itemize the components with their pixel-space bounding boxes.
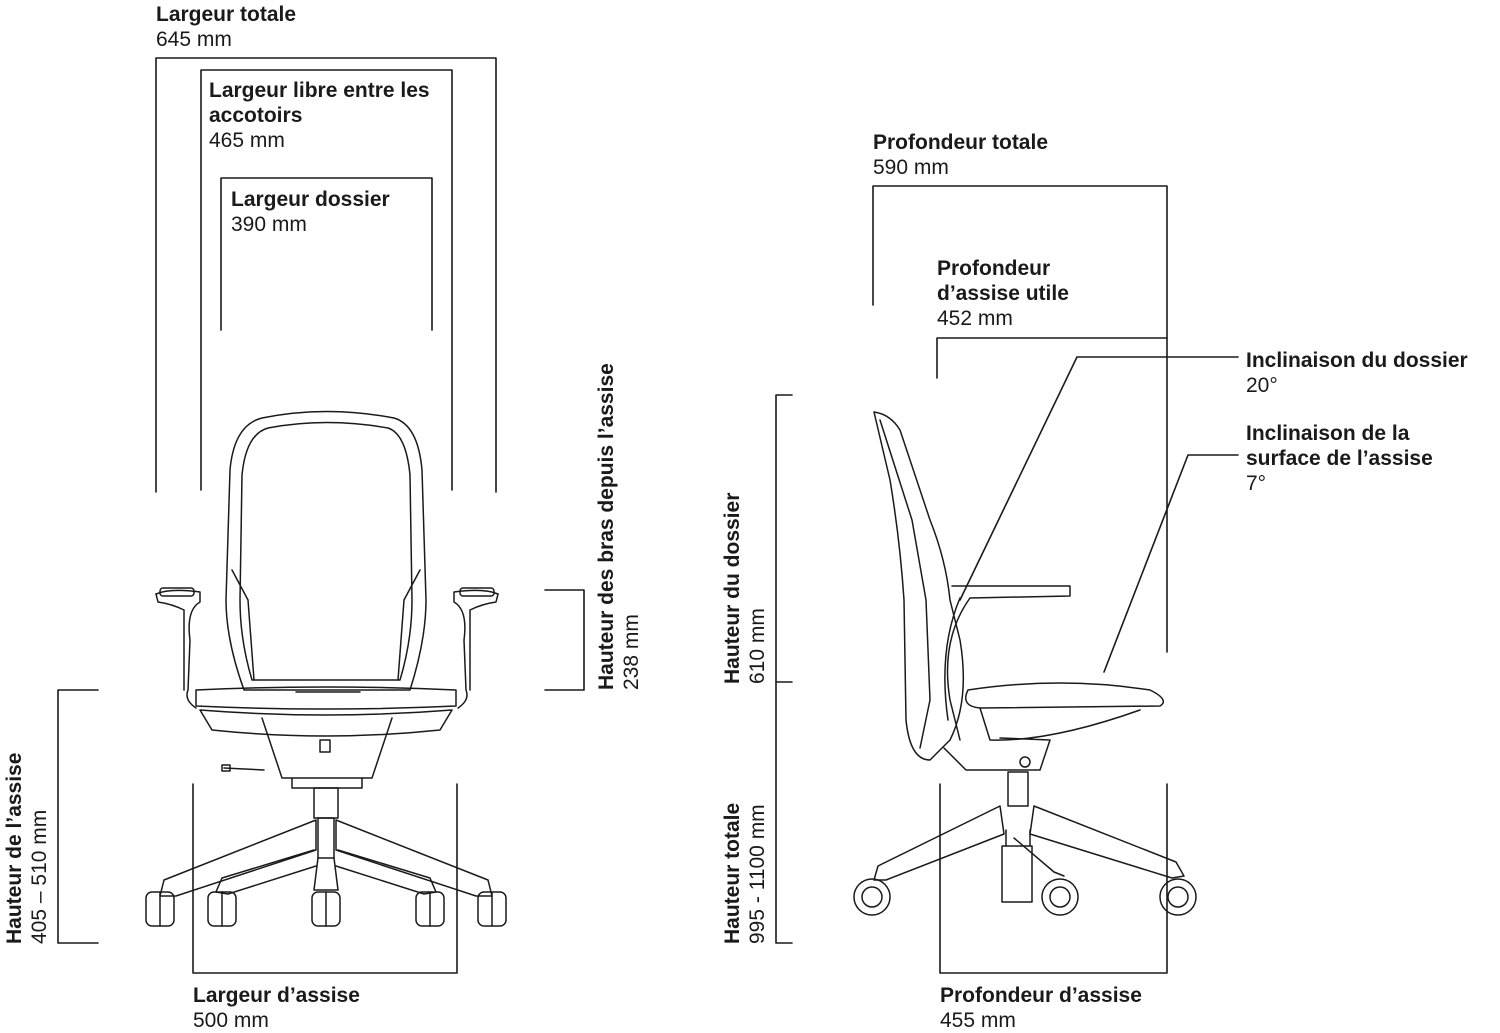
largeur-libre-value: 465 mm (209, 129, 285, 152)
front-caster-3 (311, 891, 341, 927)
bracket-hauteur-totale (775, 681, 793, 944)
front-caster-2 (207, 891, 237, 927)
bracket-hauteur-bras (544, 589, 585, 691)
side-knob (1019, 756, 1031, 768)
label-hauteur-totale: Hauteur totale 995 - 1100 mm (720, 803, 770, 944)
label-hauteur-assise: Hauteur de l’assise 405 – 510 mm (2, 753, 52, 944)
front-chair-illustration (145, 410, 507, 927)
front-base (159, 819, 317, 897)
side-base (873, 805, 1005, 881)
hauteur-dossier-title: Hauteur du dossier (721, 492, 744, 684)
largeur-dossier-title: Largeur dossier (231, 188, 390, 211)
label-profondeur-assise: Profondeur d’assise 455 mm (940, 983, 1142, 1033)
label-largeur-libre: Largeur libre entre les accotoirs 465 mm (209, 78, 430, 153)
label-profondeur-utile: Profondeur d’assise utile 452 mm (937, 256, 1069, 331)
inclinaison-surface-title-2: surface de l’assise (1246, 447, 1433, 470)
bracket-hauteur-dossier (775, 394, 793, 683)
largeur-dossier-value: 390 mm (231, 213, 307, 236)
side-chair-illustration (853, 411, 1197, 916)
largeur-totale-value: 645 mm (156, 28, 232, 51)
profondeur-assise-title: Profondeur d’assise (940, 984, 1142, 1007)
leader-inclinaison-surface (1103, 454, 1239, 673)
inclinaison-dossier-value: 20° (1246, 374, 1278, 397)
inclinaison-surface-title-1: Inclinaison de la (1246, 422, 1410, 445)
front-backrest (225, 410, 427, 691)
hauteur-bras-title: Hauteur des bras depuis l’assise (595, 363, 618, 690)
side-caster-2 (1041, 878, 1079, 916)
side-caster-3 (1159, 878, 1197, 916)
bracket-hauteur-assise (57, 689, 99, 944)
label-hauteur-dossier: Hauteur du dossier 610 mm (720, 493, 770, 684)
profondeur-totale-value: 590 mm (873, 156, 949, 179)
side-mechanism (943, 737, 1051, 771)
hauteur-bras-value: 238 mm (620, 614, 643, 690)
hauteur-assise-value: 405 – 510 mm (28, 809, 51, 944)
hauteur-totale-value: 995 - 1100 mm (746, 804, 769, 944)
front-mechanism (261, 717, 393, 779)
inclinaison-dossier-title: Inclinaison du dossier (1246, 349, 1468, 372)
profondeur-totale-title: Profondeur totale (873, 131, 1049, 154)
side-armrest (946, 585, 1071, 741)
front-armrest-left (155, 589, 201, 709)
profondeur-utile-title-2: d’assise utile (937, 282, 1069, 305)
front-seat (195, 686, 457, 710)
inclinaison-surface-value: 7° (1246, 472, 1267, 495)
label-profondeur-totale: Profondeur totale 590 mm (873, 130, 1048, 180)
largeur-assise-value: 500 mm (193, 1009, 269, 1032)
bracket-profondeur-totale (872, 185, 1168, 653)
front-caster-5 (477, 891, 507, 927)
label-hauteur-bras: Hauteur des bras depuis l’assise 238 mm (594, 363, 644, 690)
label-largeur-dossier: Largeur dossier 390 mm (231, 187, 390, 237)
bracket-profondeur-assise (939, 783, 1168, 974)
hauteur-totale-title: Hauteur totale (721, 802, 744, 944)
front-gas-cylinder (313, 787, 339, 819)
largeur-totale-title: Largeur totale (156, 3, 297, 26)
label-largeur-totale: Largeur totale 645 mm (156, 2, 296, 52)
label-largeur-assise: Largeur d’assise 500 mm (193, 983, 360, 1033)
front-armrest-right (453, 589, 499, 709)
bracket-largeur-totale (155, 57, 497, 493)
side-seat (965, 682, 1165, 709)
side-backrest (873, 411, 965, 761)
bracket-largeur-libre (200, 69, 453, 491)
bracket-largeur-dossier (220, 177, 433, 331)
leader-inclinaison-dossier (959, 356, 1239, 601)
front-caster-4 (415, 891, 445, 927)
bracket-profondeur-utile (936, 337, 1168, 379)
hauteur-dossier-value: 610 mm (746, 608, 769, 684)
side-caster-1 (853, 878, 891, 916)
largeur-assise-title: Largeur d’assise (193, 984, 360, 1007)
front-caster-1 (145, 891, 175, 927)
profondeur-assise-value: 455 mm (940, 1009, 1016, 1032)
hauteur-assise-title: Hauteur de l’assise (3, 752, 26, 944)
label-inclinaison-dossier: Inclinaison du dossier 20° (1246, 348, 1468, 398)
largeur-libre-title-2: accotoirs (209, 104, 303, 127)
label-inclinaison-surface: Inclinaison de la surface de l’assise 7° (1246, 421, 1433, 496)
largeur-libre-title-1: Largeur libre entre les (209, 79, 430, 102)
bracket-largeur-assise (192, 783, 458, 974)
profondeur-utile-value: 452 mm (937, 307, 1013, 330)
side-gas-cylinder (1007, 771, 1029, 807)
profondeur-utile-title-1: Profondeur (937, 257, 1051, 280)
